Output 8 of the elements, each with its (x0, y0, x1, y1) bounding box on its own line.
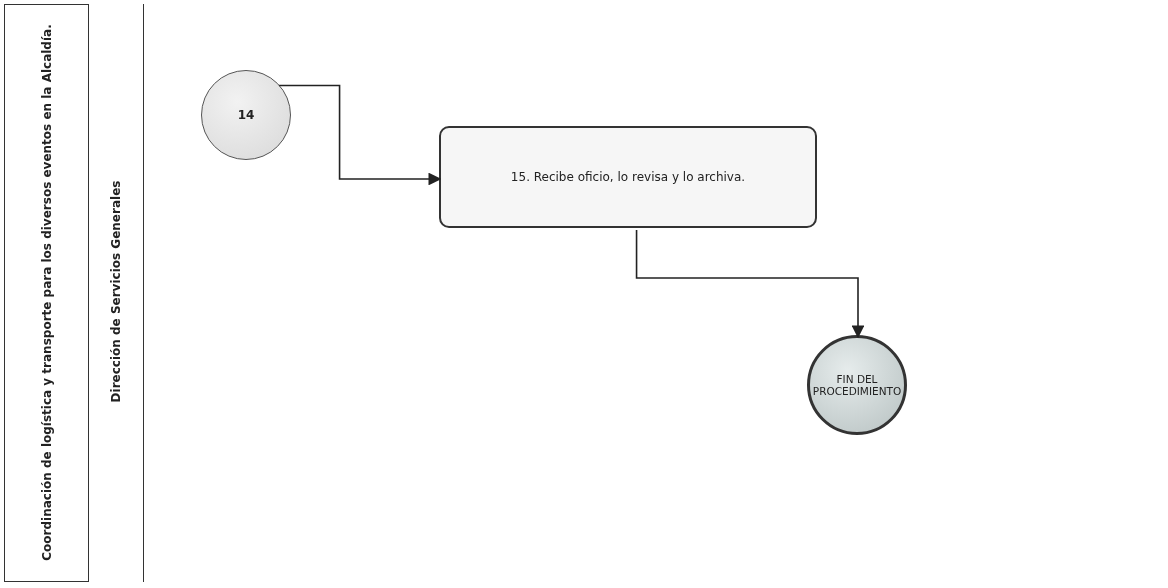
circle-label: FIN DEL PROCEDIMIENTO (811, 373, 903, 397)
arrow (635, 229, 865, 339)
process-box (439, 126, 817, 228)
circle-label: 14 (237, 108, 255, 122)
task-label: 15. Recibe oficio, lo revisa y lo archiva. (510, 170, 746, 184)
lane-title: Dirección de Servicios Generales (107, 179, 123, 404)
lane-title: Coordinación de logística y transporte para los diversos eventos en la Alcaldía. (38, 23, 55, 563)
arrow (278, 84, 442, 186)
